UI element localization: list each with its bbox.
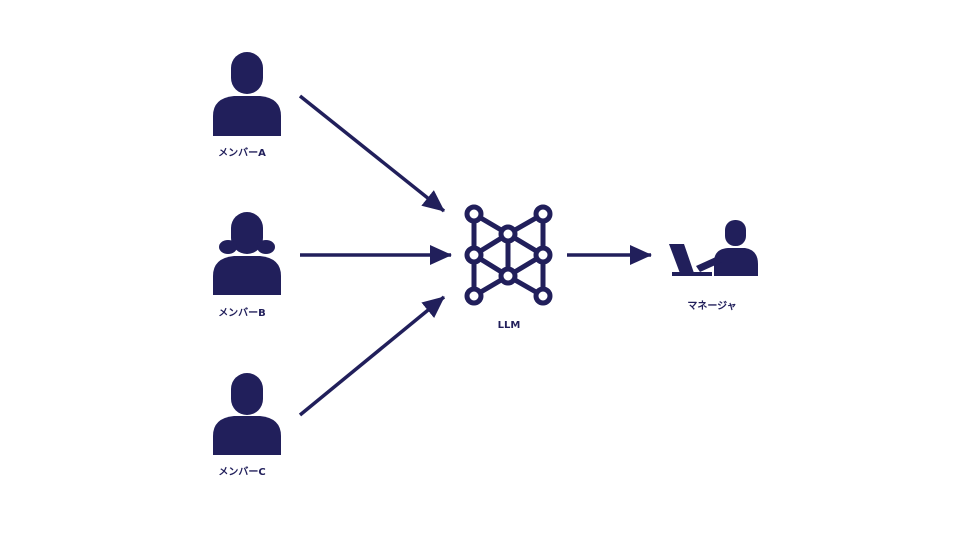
member-c-node: メンバーC <box>213 373 281 478</box>
person-at-desk-icon <box>669 220 758 276</box>
person-short-hair-icon <box>213 373 281 455</box>
llm-label: LLM <box>498 320 521 331</box>
edges <box>298 94 652 417</box>
member-b-label: メンバーB <box>218 307 266 319</box>
member-c-label: メンバーC <box>218 466 265 478</box>
person-short-hair-icon <box>213 52 281 136</box>
manager-label: マネージャ <box>687 300 736 312</box>
manager-node: マネージャ <box>669 220 758 312</box>
member-b-node: メンバーB <box>213 212 281 319</box>
neural-network-icon <box>464 204 553 306</box>
llm-node: LLM <box>464 204 553 331</box>
edge-member-a-to-llm <box>298 94 446 213</box>
member-a-label: メンバーA <box>218 147 266 159</box>
person-long-hair-icon <box>213 212 281 295</box>
member-a-node: メンバーA <box>213 52 281 159</box>
edge-member-c-to-llm <box>298 295 446 417</box>
